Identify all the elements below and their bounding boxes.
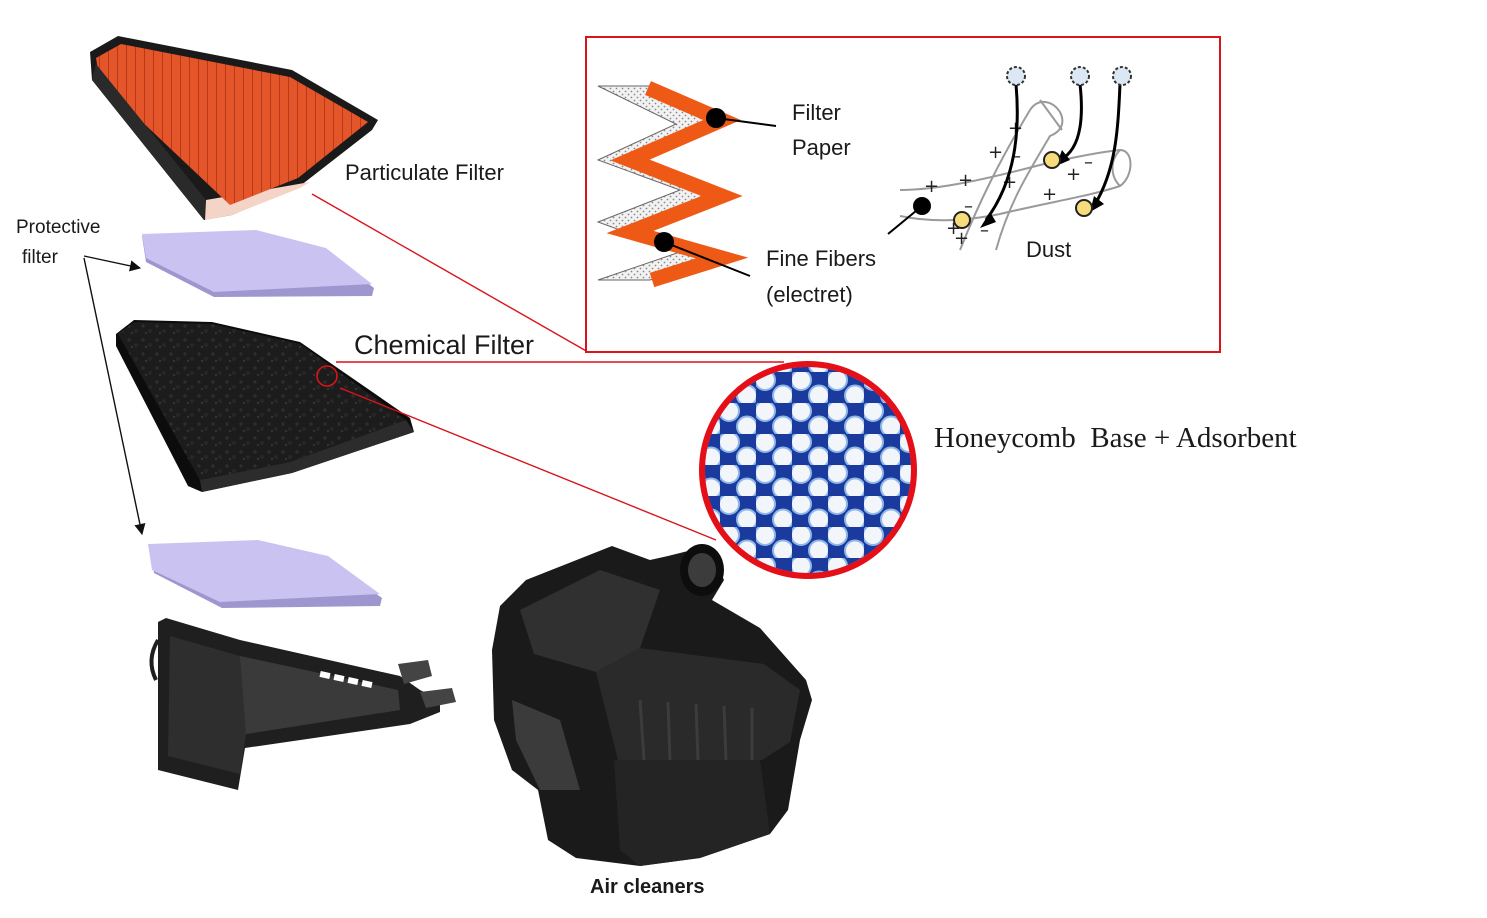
svg-text:–: – — [980, 220, 989, 241]
dust-label: Dust — [1026, 237, 1072, 262]
chemical-filter-label: Chemical Filter — [354, 330, 535, 360]
air-cleaner-housing-image — [492, 544, 812, 866]
honeycomb-zoom-image — [699, 361, 917, 579]
protective-filter-arrows — [83, 255, 146, 536]
protective-filter-upper — [142, 230, 374, 297]
svg-text:+: + — [988, 142, 1003, 163]
fine-fibers-label-line1: Fine Fibers — [766, 246, 877, 271]
filter-mechanism-inset — [585, 36, 1221, 353]
air-cleaners-label: Air cleaners — [590, 876, 705, 898]
svg-text:+: + — [1002, 172, 1017, 193]
honeycomb-label: Honeycomb Base + Adsorbent — [934, 422, 1297, 454]
filter-paper-label-line2: Paper — [792, 135, 851, 160]
dust-particles-incoming — [1006, 66, 1132, 86]
callout-lines — [311, 193, 784, 541]
fine-fibers-pointer — [654, 232, 751, 277]
filter-paper-pointer — [706, 108, 777, 128]
protective-filter-lower — [148, 540, 382, 608]
dust-pointer — [887, 197, 931, 235]
svg-text:+: + — [924, 176, 939, 197]
particulate-filter-label: Particulate Filter — [345, 160, 504, 185]
protective-filter-label-line1: Protective — [16, 217, 101, 238]
svg-text:+: + — [954, 228, 969, 249]
filter-paper-label-line1: Filter — [792, 100, 841, 125]
svg-text:–: – — [964, 196, 973, 217]
svg-text:–: – — [1084, 152, 1093, 173]
svg-text:+: + — [1066, 164, 1081, 185]
svg-text:+: + — [1042, 184, 1057, 205]
svg-text:+: + — [958, 170, 973, 191]
air-cleaner-tray-image — [149, 618, 456, 790]
dust-particles-captured — [953, 151, 1093, 229]
chemical-filter-image — [116, 320, 414, 492]
protective-filter-label-line2: filter — [22, 247, 58, 268]
particulate-filter-image — [90, 36, 378, 220]
svg-text:–: – — [1012, 146, 1021, 167]
fine-fibers-label-line2: (electret) — [766, 282, 853, 307]
electret-fibers-diagram: + + – + + + + + – – + – + — [887, 66, 1132, 251]
chemical-filter-zoom-marker — [316, 365, 338, 387]
